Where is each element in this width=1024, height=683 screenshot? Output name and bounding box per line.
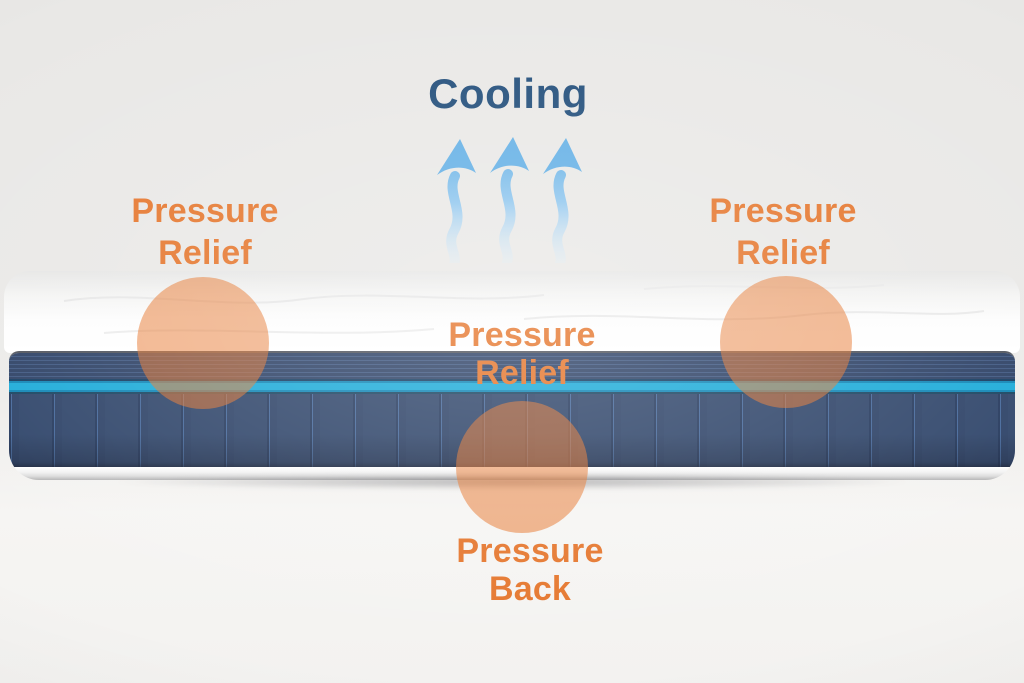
cooling-label: Cooling	[428, 70, 588, 117]
pressure-relief-right-line1: Pressure	[709, 192, 857, 230]
three-wavy-up-arrows-icon	[425, 129, 595, 263]
pressure-relief-right-line2: Relief	[736, 234, 830, 272]
pressure-back-line2: Back	[488, 570, 572, 608]
pressure-back-line1: Pressure	[456, 532, 604, 570]
pressure-relief-center-label: Pressure Relief	[410, 316, 634, 392]
pressure-relief-right-circle	[720, 276, 852, 408]
pressure-relief-left-label: Pressure Relief	[93, 190, 317, 274]
pressure-relief-right-label: Pressure Relief	[671, 190, 895, 274]
pressure-back-circle	[456, 401, 588, 533]
pressure-relief-left-line2: Relief	[158, 234, 252, 272]
pressure-relief-center-line1: Pressure	[448, 316, 596, 354]
pressure-relief-left-circle	[137, 277, 269, 409]
pressure-back-label: Pressure Back	[418, 532, 642, 608]
pressure-relief-center-line2: Relief	[475, 354, 569, 392]
pressure-relief-left-line1: Pressure	[131, 192, 279, 230]
